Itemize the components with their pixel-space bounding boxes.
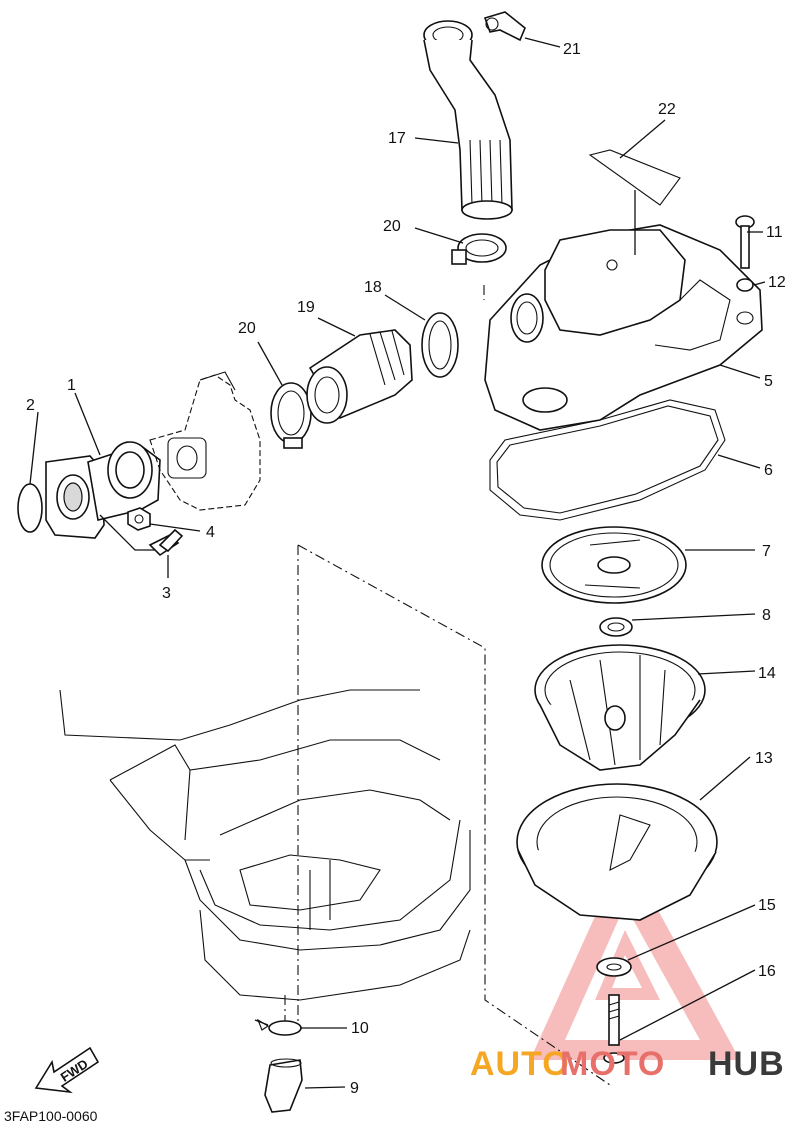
element-frame-part <box>534 644 706 771</box>
caution-label-part <box>588 149 681 206</box>
small-washer-part <box>736 278 754 292</box>
nut-part <box>127 507 151 531</box>
callout-22: 22 <box>658 101 676 118</box>
lock-washer-part <box>599 617 633 637</box>
element-guide-part <box>541 526 687 604</box>
callout-17: 17 <box>388 130 406 147</box>
watermark-triangle-inner <box>595 930 660 1000</box>
callout-8: 8 <box>762 607 771 624</box>
callout-15: 15 <box>758 897 776 914</box>
air-cleaner-case-part <box>484 224 763 431</box>
o-ring-part <box>17 483 43 533</box>
frame-outline <box>59 689 471 1001</box>
callout-7: 7 <box>762 543 771 560</box>
callout-20-left: 20 <box>238 320 256 337</box>
callout-13: 13 <box>755 750 773 767</box>
callout-16: 16 <box>758 963 776 980</box>
small-clamp-part <box>256 1018 302 1036</box>
intake-hose-part <box>423 20 513 220</box>
watermark-text-b: MOTO <box>560 1045 665 1083</box>
watermark-triangle-outer <box>530 850 740 1060</box>
callout-2: 2 <box>26 397 35 414</box>
hose-clamp-upper-part <box>451 233 507 265</box>
callout-1: 1 <box>67 377 76 394</box>
carburetor-joint-part <box>45 441 161 539</box>
callout-labels: 2 1 4 3 20 19 18 20 17 21 22 11 12 5 6 7… <box>26 41 786 1097</box>
fwd-arrow-icon <box>34 1046 100 1094</box>
watermark-text-a: AUTO <box>470 1045 570 1083</box>
breather-fitting-part <box>483 11 526 42</box>
intake-boot-part <box>306 329 413 424</box>
leader-lines <box>29 37 766 1089</box>
callout-10: 10 <box>351 1020 369 1037</box>
callout-5: 5 <box>764 373 773 390</box>
callout-6: 6 <box>764 462 773 479</box>
drain-plug-part <box>264 1058 303 1113</box>
fwd-arrow: FWD <box>34 1046 100 1094</box>
air-filter-element-part <box>516 783 718 921</box>
callout-14: 14 <box>758 665 776 682</box>
callout-18: 18 <box>364 279 382 296</box>
gasket-part <box>489 399 726 521</box>
callout-3: 3 <box>162 585 171 602</box>
callout-9: 9 <box>350 1080 359 1097</box>
diagram-ref-code: 3FAP100-0060 <box>4 1108 98 1124</box>
watermark <box>530 850 740 1060</box>
callout-20-upper: 20 <box>383 218 401 235</box>
washer-part <box>596 957 632 977</box>
clamp-ring-part <box>421 312 459 378</box>
callout-19: 19 <box>297 299 315 316</box>
watermark-text: AUTO MOTO HUB <box>470 1045 785 1083</box>
callout-12: 12 <box>768 274 786 291</box>
callout-4: 4 <box>206 524 215 541</box>
carburetor-ghost <box>149 371 261 511</box>
watermark-text-c: HUB <box>708 1045 785 1083</box>
screw-part <box>735 215 755 269</box>
hose-clamp-left-part <box>270 382 312 449</box>
long-bolt-part <box>603 994 625 1064</box>
bolt-part <box>148 528 184 557</box>
callout-21: 21 <box>563 41 581 58</box>
callout-11: 11 <box>766 224 783 241</box>
